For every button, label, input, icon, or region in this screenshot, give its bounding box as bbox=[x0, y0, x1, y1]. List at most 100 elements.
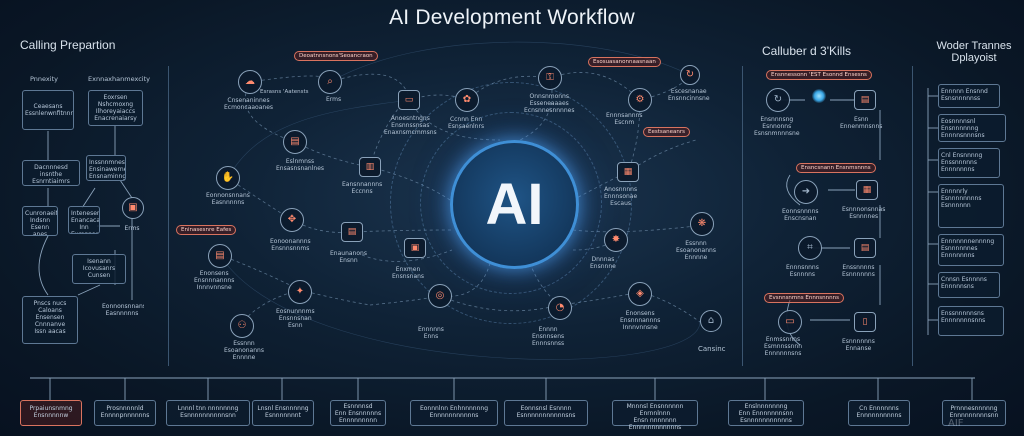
rm-node-window: ▦ bbox=[856, 180, 878, 200]
pie-chart-icon: ◔ bbox=[555, 302, 565, 313]
label-6: Ennnsannns Escnm bbox=[606, 112, 643, 126]
ai-core-label: AI bbox=[485, 172, 544, 237]
node-lock: ⚿ bbox=[538, 66, 562, 90]
rm-node-doc: ▤ bbox=[854, 90, 876, 110]
window-icon: ▦ bbox=[862, 185, 872, 195]
refresh-icon: ↻ bbox=[773, 94, 783, 105]
rm-node-arrow: ➜ bbox=[794, 180, 818, 204]
label-11: Eonnonsnnans Easnnnnns bbox=[206, 192, 250, 206]
right-list-item-5: Ennnnnnnennnng Esnnnnnnes Ennnnnnns bbox=[938, 234, 1004, 266]
right-tag-3: Evsnnsnmns Ennnsnnnns bbox=[764, 293, 844, 303]
right-list-item-6: Cnnsn Esnnnns Ennnnnsns bbox=[938, 272, 1000, 298]
rm-node-form: ▤ bbox=[854, 238, 876, 258]
left-box-7: Pnscs nucs Caloans Ensensen Cnnnanve Iss… bbox=[22, 296, 78, 344]
node-helmet: ⌂ bbox=[700, 310, 722, 332]
left-box-1: Ceaesans Essnlenwnfitnnrds bbox=[22, 90, 74, 130]
left-header-b: Exnnaxhanmexcity bbox=[88, 75, 150, 83]
search-icon: ⌕ bbox=[327, 76, 333, 87]
page-title: AI Development Workflow bbox=[389, 6, 635, 29]
node-gear: ⚙ bbox=[628, 88, 652, 112]
code-icon: ▣ bbox=[410, 243, 420, 253]
center-tag-4: Eninasesnre Eafes bbox=[176, 225, 237, 235]
label-4: Ccnnn Enn Esnsaenlnrs bbox=[448, 116, 485, 130]
core-ring-outer bbox=[390, 82, 632, 324]
bottom-step-5: Esnnnnsd Enn Ensnnnnns Ennnnnnnnn bbox=[330, 400, 386, 426]
label-21: Enonsens Ensnnnannns Innnvnnsne bbox=[620, 310, 661, 331]
bottom-step-3: Lnnnl tnn nnnnnnng Esnnnnnnnnnnsnn bbox=[166, 400, 250, 426]
node-document: ▤ bbox=[283, 130, 307, 154]
brain-icon: ✿ bbox=[462, 94, 472, 105]
database-icon: ▤ bbox=[347, 227, 357, 237]
node-cluster: ❋ bbox=[690, 212, 714, 236]
rm-node-panel: ▭ bbox=[778, 310, 802, 334]
cube-icon: ◈ bbox=[636, 288, 644, 299]
node-pie: ◔ bbox=[548, 296, 572, 320]
rm-label-1: Ensnnnsng Esnnonns Esnsnmnnnsne bbox=[754, 116, 800, 137]
divider-right bbox=[742, 66, 743, 366]
chart-icon: ▦ bbox=[623, 167, 633, 177]
divider-far-right bbox=[912, 66, 913, 366]
document-icon: ▤ bbox=[290, 136, 300, 147]
target-icon: ◎ bbox=[435, 290, 445, 301]
right-list-item-1: Ennnnn Ensnnd Esnsnnnnnss bbox=[938, 84, 1000, 108]
rm-label-4: Esnnnonsnnas Esnnnnes bbox=[842, 206, 886, 220]
label-9: Eansnnannns Eccnns bbox=[342, 181, 383, 195]
bottom-step-8: Mnnnsl Ensnnnnnn Enrnnlnnn Ensn nnnnnnn … bbox=[612, 400, 698, 431]
ai-core: AI bbox=[450, 140, 579, 269]
send-icon: ⌗ bbox=[807, 242, 813, 253]
right-list-item-7: Enssnnnnnsns Ennnnnnnsnns bbox=[938, 306, 1004, 336]
document-icon: ▤ bbox=[860, 95, 870, 105]
node-cloud: ☁ bbox=[238, 70, 262, 94]
cluster-icon: ❋ bbox=[697, 218, 707, 229]
phone-icon: ▯ bbox=[862, 317, 868, 327]
left-box-8: Isenann Icovusanrs Cunsen bbox=[72, 254, 126, 284]
label-5: Onnsnmonns Esseneaaaes Ecnsnnesnnnnes bbox=[524, 93, 575, 114]
lock-icon: ⚿ bbox=[546, 72, 554, 83]
left-box-3: Dacnnnesd insnthe Esnrntiaimrs bbox=[22, 160, 80, 186]
rm-label-7: Enmssnnns Esmnnssnnn Ennnnnnsns bbox=[764, 336, 803, 357]
left-bottom-caption: Eonnonsnnans Easnnnnns bbox=[102, 303, 144, 317]
left-box-5: Cunronaeitnns Indsnn Esenn anes bbox=[22, 206, 58, 236]
divider-left bbox=[168, 66, 169, 366]
rm-label-6: Enssnnnns Esnnnnnns bbox=[842, 264, 875, 278]
node-cube: ◈ bbox=[628, 282, 652, 306]
label-22: Essnnn Esoanonanns Ennnne bbox=[224, 340, 264, 361]
node-chart: ▥ bbox=[359, 157, 381, 177]
bottom-step-7: Eonnsnsl Esnnnn Esnnnnnnnnnnnsns bbox=[504, 400, 588, 426]
refresh-icon: ↻ bbox=[685, 69, 695, 80]
node-target: ◎ bbox=[428, 284, 452, 308]
center-tag-3: Eestsaneanrs bbox=[643, 127, 690, 137]
robot-icon: ✸ bbox=[611, 234, 621, 245]
people-icon: ⚇ bbox=[237, 320, 247, 331]
bottom-step-11: Prnnnesnnnnng Ennnnnnnnnsnn bbox=[942, 400, 1006, 426]
rm-node-phone: ▯ bbox=[854, 312, 876, 332]
label-15: Dnnnas Ensnnne bbox=[590, 256, 616, 270]
rm-glow-dot bbox=[812, 89, 826, 103]
node-people: ⚇ bbox=[230, 314, 254, 338]
network-icon: ✦ bbox=[295, 286, 305, 297]
core-ring-inner bbox=[420, 112, 602, 294]
rm-label-5: Ennnsnnns Esnnnns bbox=[786, 264, 819, 278]
node-refresh: ↻ bbox=[680, 65, 700, 85]
right-tag-2: Ensncsnann Ensnmsnnns bbox=[796, 163, 876, 173]
arrow-icon: ➜ bbox=[801, 186, 811, 197]
form-icon: ▤ bbox=[860, 243, 870, 253]
center-tag-1: Deoatnnsnons'Seoancraon bbox=[294, 51, 378, 61]
left-header-a: Pnnexity bbox=[30, 75, 58, 83]
node-network: ✥ bbox=[280, 208, 304, 232]
right-list-item-2: Eosnnnnsnl Ensnnnnnng Ennnnsnnnsns bbox=[938, 114, 1006, 142]
node-network-2: ✦ bbox=[288, 280, 312, 304]
bottom-step-6: Eonnnlnn Enhnnnnnng Ennnnnnnnnnns bbox=[410, 400, 498, 426]
node-monitor: ▭ bbox=[398, 90, 420, 110]
chart-icon: ▥ bbox=[365, 162, 375, 172]
right-list-item-4: Ennnnrly Esnnnnnnnns Esnnnnnn bbox=[938, 184, 1004, 228]
label-2: Erms bbox=[326, 96, 342, 103]
gear-icon: ⚙ bbox=[635, 94, 645, 105]
node-code: ▣ bbox=[404, 238, 426, 258]
left-box-4: Inssnnmnes Ensinawerne Ensnaminng bbox=[86, 155, 126, 181]
watermark: AIF bbox=[948, 418, 964, 429]
label-17: Enonsens Ensnnnannns Innnvnnsne bbox=[194, 270, 235, 291]
label-10: Anosnnnns Ennnsonae Escaus bbox=[604, 186, 638, 207]
label-12: Eonoonannns Ensnnsnnms bbox=[270, 238, 311, 252]
center-tag-5: Esrasns 'Aatensts bbox=[260, 89, 309, 95]
